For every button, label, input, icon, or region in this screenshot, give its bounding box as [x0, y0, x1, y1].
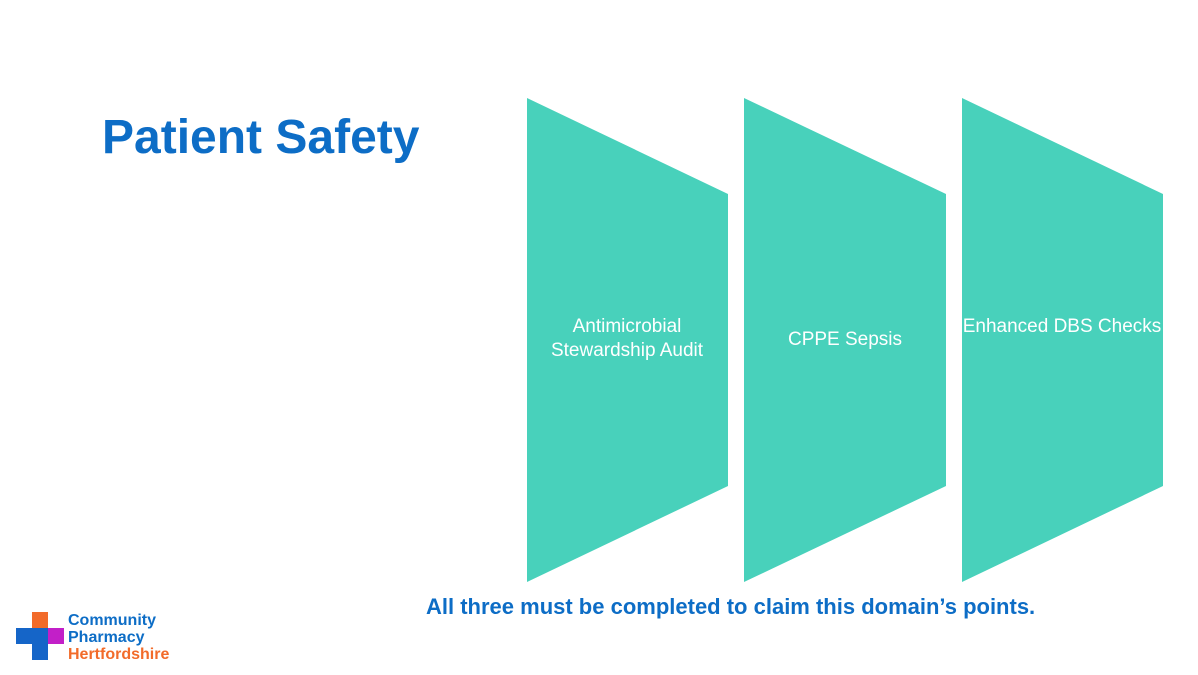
logo-line-hertfordshire: Hertfordshire [68, 646, 170, 663]
logo-line-community: Community [68, 612, 156, 629]
community-pharmacy-logo: Community Pharmacy Hertfordshire [16, 612, 196, 664]
chevron-step-2 [744, 98, 946, 582]
chevron-step-3 [962, 98, 1163, 582]
page-title: Patient Safety [102, 111, 420, 164]
logo-text: Community Pharmacy Hertfordshire [68, 612, 169, 663]
logo-line-pharmacy: Pharmacy [68, 629, 145, 646]
chevron-step-1 [527, 98, 728, 582]
cross-logo-icon [16, 612, 64, 660]
completion-note: All three must be completed to claim thi… [426, 594, 1036, 619]
step-label-antimicrobial: Antimicrobial Stewardship Audit [550, 316, 704, 361]
step-label-enhanced-dbs: Enhanced DBS Checks [962, 316, 1162, 337]
step-label-cppe-sepsis: CPPE Sepsis [787, 329, 903, 350]
